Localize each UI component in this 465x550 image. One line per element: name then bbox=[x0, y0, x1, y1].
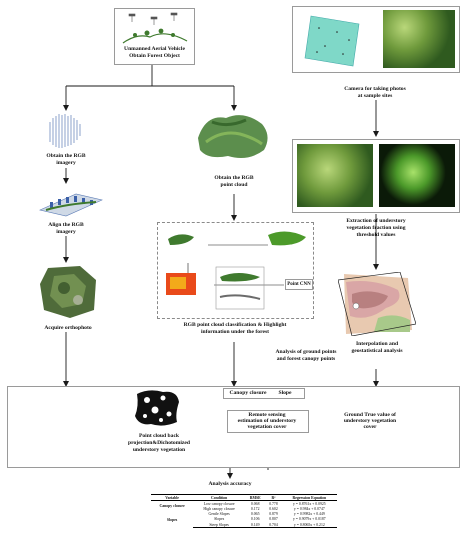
extraction-label-line1: Extraction of understory bbox=[346, 218, 406, 224]
classification-box: Point CNN bbox=[157, 222, 314, 319]
condition-cell: Gentle Slopes bbox=[208, 512, 230, 517]
equation-cell: y = 0.984x + 0.0747 bbox=[293, 506, 325, 511]
extraction-label-line3: threshold values bbox=[356, 232, 396, 238]
point-cloud-label-line1: Obtain the RGB bbox=[214, 175, 254, 181]
projection-label-line1: Point cloud back bbox=[138, 433, 180, 439]
classification-diagram bbox=[166, 231, 306, 310]
variable-cell: Canopy closure bbox=[159, 504, 185, 509]
rmse-cell: 0.068 bbox=[250, 501, 260, 506]
rmse-cell: 0.106 bbox=[250, 517, 260, 522]
variable-cell: Slopes bbox=[166, 517, 178, 522]
ground-truth-line2: understory vegetation bbox=[343, 418, 397, 424]
projection-image bbox=[133, 388, 181, 428]
uav-title-line2: Obtain Forest Object bbox=[129, 53, 180, 59]
remote-sensing-box bbox=[227, 410, 309, 433]
rmse-cell: 0.065 bbox=[250, 512, 260, 517]
point-cloud-image bbox=[192, 108, 274, 163]
condition-cell: Steep Slopes bbox=[193, 522, 246, 529]
col-rmse: RMSE bbox=[245, 493, 266, 502]
grass-photo-original bbox=[297, 144, 373, 207]
r2-cell: 0.879 bbox=[269, 512, 278, 517]
col-variable: Variable bbox=[151, 493, 194, 502]
rmse-cell: 0.149 bbox=[245, 522, 266, 529]
projection-label-line3: understory vegetation bbox=[132, 447, 186, 453]
camera-label-line1: Camera for taking photos bbox=[344, 86, 406, 92]
rgb-imagery-label-line1: Obtain the RGB bbox=[46, 153, 86, 159]
grass-photo-threshold bbox=[379, 144, 455, 207]
col-equation: Regression Equation bbox=[281, 493, 337, 502]
grass-photo bbox=[383, 10, 455, 68]
r2-cell: 0.602 bbox=[269, 506, 278, 511]
interpolation-label-line1: Interpolation and bbox=[355, 341, 399, 347]
equation-cell: y = 0.9982x + 0.449 bbox=[293, 512, 325, 517]
r2-cell: 0.778 bbox=[269, 501, 278, 506]
table-row: Steep Slopes 0.149 0.704 y = 0.8065x + 0… bbox=[151, 522, 337, 529]
sample-plot-image bbox=[304, 15, 360, 67]
equation-cell: y = 0.8065x + 0.212 bbox=[281, 522, 337, 529]
accuracy-table: Variable Condition RMSE R² Regression Eq… bbox=[151, 493, 337, 529]
rgb-imagery-label-line2: imagery bbox=[56, 160, 76, 166]
col-r2: R² bbox=[265, 493, 282, 502]
equation-cell: y = 0.9079x + 0.0187 bbox=[292, 517, 326, 522]
uav-title-line1: Unmanned Aerial Vehicle bbox=[124, 46, 185, 52]
rgb-imagery-icon bbox=[49, 114, 81, 148]
interpolation-label-line2: geostatistical analysis bbox=[351, 348, 403, 354]
condition-cell: Slopes bbox=[214, 517, 225, 522]
remote-sensing-line2: estimation of understory bbox=[237, 418, 297, 424]
ground-truth-line1: Ground True value of bbox=[344, 412, 396, 418]
classification-label-line1: RGB point cloud classification & Highlig… bbox=[183, 322, 287, 328]
r2-cell: 0.704 bbox=[265, 522, 282, 529]
align-imagery-icon bbox=[39, 193, 103, 217]
condition-cell: Low canopy closure bbox=[203, 501, 235, 506]
align-label-line1: Align the RGB bbox=[48, 222, 84, 228]
point-cloud-label-line2: point cloud bbox=[220, 182, 248, 188]
table-row: High canopy closure 0.172 0.602 y = 0.98… bbox=[151, 507, 337, 512]
drone-icon bbox=[122, 12, 188, 44]
ground-points-label-line1: Analysis of ground points bbox=[275, 349, 337, 355]
uav-box: Unmanned Aerial Vehicle Obtain Forest Ob… bbox=[114, 8, 195, 65]
condition-cell: High canopy closure bbox=[203, 506, 235, 511]
table-row: Slopes Gentle Slopes 0.065 0.879 y = 0.9… bbox=[151, 512, 337, 521]
orthophoto-label: Acquire orthophoto bbox=[44, 325, 92, 331]
table-row: Canopy closure Low canopy closure 0.068 … bbox=[151, 501, 337, 509]
col-condition: Condition bbox=[193, 493, 246, 502]
analysis-box bbox=[7, 386, 460, 468]
r2-cell: 0.807 bbox=[269, 517, 278, 522]
camera-label-line2: at sample sites bbox=[357, 93, 393, 99]
equation-cell: y = 0.8761x + 0.0925 bbox=[292, 501, 326, 506]
canopy-closure-label: Canopy closure bbox=[229, 390, 267, 396]
align-label-line2: imagery bbox=[56, 229, 76, 235]
ground-points-label-line2: and forest canopy points bbox=[276, 356, 336, 362]
interpolation-map bbox=[338, 272, 416, 336]
accuracy-title: Analysis accuracy bbox=[208, 481, 252, 487]
extraction-label-line2: vegetation fraction using bbox=[346, 225, 406, 231]
orthophoto-image bbox=[40, 266, 98, 318]
ground-truth-line3: cover bbox=[363, 424, 377, 430]
extraction-box bbox=[292, 139, 460, 213]
camera-box bbox=[292, 6, 460, 73]
table-row: Slopes 0.106 0.807 y = 0.9079x + 0.0187 bbox=[151, 517, 337, 522]
remote-sensing-line1: Remote sensing bbox=[248, 412, 286, 418]
rmse-cell: 0.172 bbox=[250, 506, 260, 511]
projection-label-line2: projection&Dichotomized bbox=[127, 440, 191, 446]
remote-sensing-line3: vegetation cover bbox=[247, 424, 287, 430]
slope-label: Slope bbox=[278, 390, 292, 396]
canopy-slope-box bbox=[223, 388, 305, 399]
point-cnn-box: Point CNN bbox=[285, 279, 313, 290]
classification-label-line2: information under the forest bbox=[200, 329, 269, 335]
